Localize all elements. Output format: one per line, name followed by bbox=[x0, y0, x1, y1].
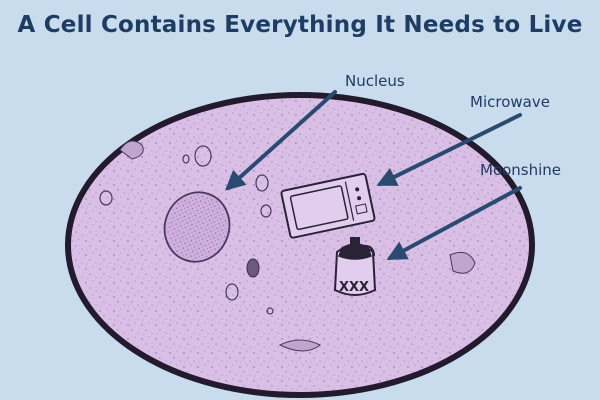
microwave-icon bbox=[280, 172, 376, 239]
page-title: A Cell Contains Everything It Needs to L… bbox=[17, 12, 583, 38]
vesicles bbox=[99, 145, 274, 315]
microwave-arrow bbox=[376, 113, 522, 186]
cytoplasm-texture bbox=[72, 99, 528, 391]
nucleus-arrow bbox=[225, 90, 337, 191]
membrane-blobs bbox=[119, 140, 476, 352]
nucleus-label: Nucleus bbox=[345, 72, 405, 90]
pointer-arrows bbox=[225, 90, 522, 260]
jug-marking: XXX bbox=[339, 280, 369, 295]
nucleus-texture bbox=[166, 194, 228, 260]
moonshine-label: Moonshine bbox=[480, 161, 562, 179]
moonshine-arrow bbox=[386, 186, 522, 260]
microwave-label: Microwave bbox=[470, 93, 550, 111]
moonshine-jug-icon: XXX bbox=[333, 237, 377, 296]
dark-organelle bbox=[246, 258, 260, 278]
